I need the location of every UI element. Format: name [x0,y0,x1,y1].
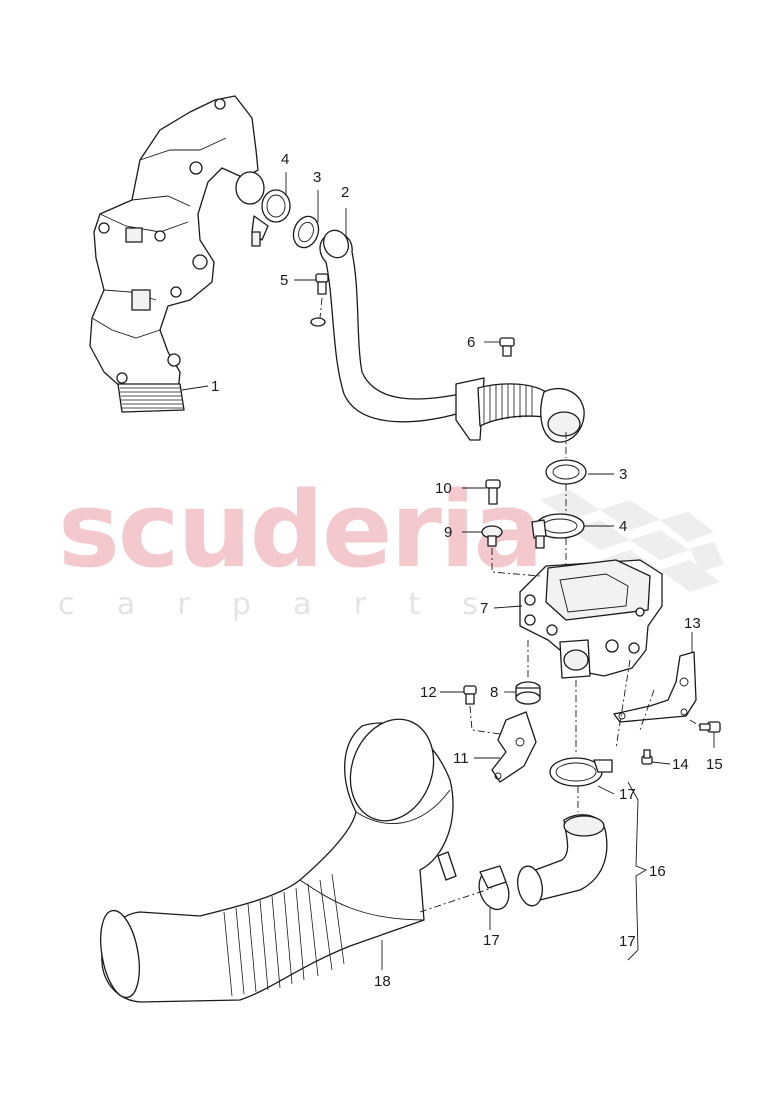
part-3-seal-lower [545,459,587,485]
callout-9: 9 [444,524,452,541]
callout-15: 15 [706,756,723,773]
part-7-throttle-body [519,559,663,679]
part-18-intake-duct [100,718,457,1003]
watermark: scuderia c a r p a r t s [58,469,724,622]
part-17-clamp-mid [549,757,613,787]
part-17-clamp-left [478,865,510,911]
part-11-bracket [491,711,537,783]
callout-6: 6 [467,334,475,351]
part-4-clamp-lower [531,513,585,549]
part-14-screw [641,749,653,765]
callout-17-mid: 17 [619,786,636,803]
part-4-clamp-upper [235,171,291,247]
part-10-screw [485,479,501,505]
callout-17-bottom: 17 [619,933,636,950]
part-1-intake-pipe [89,95,259,413]
callout-3-lower: 3 [619,466,627,483]
callout-1: 1 [211,378,219,395]
watermark-tagline: c a r p a r t s [58,587,478,622]
callout-13: 13 [684,615,701,632]
callout-12: 12 [420,684,437,701]
callout-14: 14 [672,756,689,773]
callout-11: 11 [453,750,469,767]
callout-16: 16 [649,863,666,880]
part-3-seal-upper [292,215,320,249]
watermark-brand: scuderia [58,469,542,591]
callout-4-upper: 4 [281,151,289,168]
callout-4-lower: 4 [619,518,627,535]
callout-8: 8 [490,684,498,701]
callouts: 1 2 3 4 5 6 3 4 7 8 9 10 11 12 13 14 15 … [211,151,723,990]
leader-lines [181,172,715,970]
callout-10: 10 [435,480,452,497]
part-2-air-hose [319,229,585,443]
part-15-screw [699,721,721,733]
part-12-screw [463,685,477,705]
part-16-hose [517,814,608,907]
callout-17-left: 17 [483,932,500,949]
part-6-screw [499,337,515,357]
callout-7: 7 [480,600,488,617]
callout-5: 5 [280,272,288,289]
part-13-bracket [613,651,697,723]
callout-2: 2 [341,184,349,201]
assembly-lines [319,297,701,913]
callout-3-upper: 3 [313,169,321,186]
callout-18: 18 [374,973,391,990]
checker-flag-icon [540,490,724,592]
part-8-grommet [515,681,541,705]
part-5-screw [310,273,329,327]
